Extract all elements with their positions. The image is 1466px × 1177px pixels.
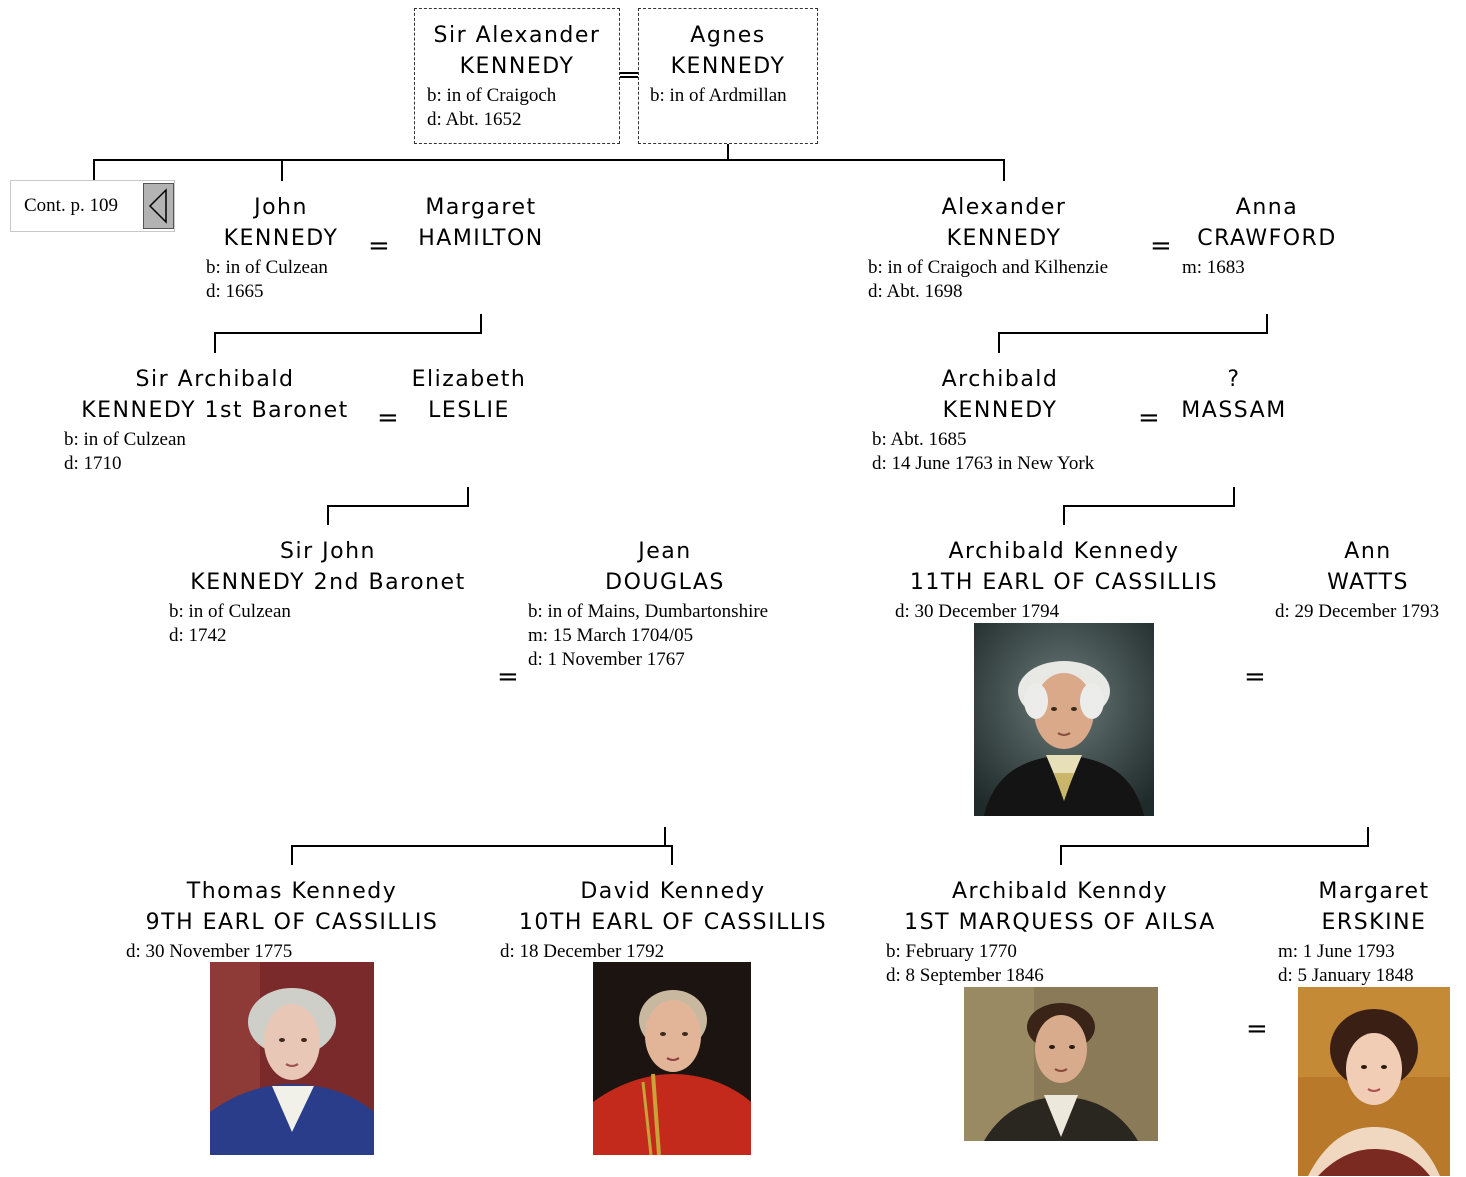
person-details-ann: d: 29 December 1793 <box>1275 601 1440 622</box>
person-name-elizabeth-leslie[interactable]: Elizabeth LESLIE <box>411 367 527 423</box>
person-details-sir-alexander: b: in of Craigoch d: Abt. 1652 <box>427 85 557 130</box>
person-name-margaret-hamilton[interactable]: Margaret HAMILTON <box>418 195 544 251</box>
marriage-symbol: = <box>1244 662 1266 692</box>
person-name-archibald-kennedy[interactable]: Archibald KENNEDY <box>941 367 1059 423</box>
continue-page-label: Cont. p. 109 <box>24 195 118 216</box>
marriage-symbol: = <box>1138 403 1160 433</box>
portrait-archibald-1st-marquess[interactable] <box>964 987 1158 1141</box>
person-name-sir-alexander-kennedy[interactable]: Sir Alexander KENNEDY <box>433 23 601 79</box>
person-details-archibald-ailsa: b: February 1770 d: 8 September 1846 <box>886 941 1044 986</box>
portrait-margaret-erskine[interactable] <box>1298 987 1450 1176</box>
person-details-sir-john: b: in of Culzean d: 1742 <box>169 601 291 646</box>
person-name-agnes-kennedy[interactable]: Agnes KENNEDY <box>670 23 786 79</box>
marriage-symbol: = <box>377 403 399 433</box>
person-details-archibald: b: Abt. 1685 d: 14 June 1763 in New York <box>872 429 1095 474</box>
portrait-david-kennedy[interactable] <box>593 962 751 1155</box>
continue-page-link[interactable]: Cont. p. 109 <box>10 180 175 232</box>
person-details-margaret-erskine: m: 1 June 1793 d: 5 January 1848 <box>1278 941 1414 986</box>
person-details-anna: m: 1683 <box>1182 257 1245 278</box>
person-details-jean: b: in of Mains, Dumbartonshire m: 15 Mar… <box>528 601 769 670</box>
person-details-sir-archibald: b: in of Culzean d: 1710 <box>64 429 186 474</box>
portrait-archibald-11th-earl[interactable] <box>974 623 1154 816</box>
marriage-symbol: = <box>368 231 390 261</box>
person-details-thomas: d: 30 November 1775 <box>126 941 293 962</box>
back-arrow-button[interactable] <box>143 183 174 229</box>
person-name-archibald-1st-marquess[interactable]: Archibald Kenndy 1ST MARQUESS OF AILSA <box>904 879 1216 935</box>
person-name-archibald-11th-earl[interactable]: Archibald Kennedy 11TH EARL OF CASSILLIS <box>909 539 1219 595</box>
person-name-jean-douglas[interactable]: Jean DOUGLAS <box>605 539 725 595</box>
person-name-thomas-kennedy[interactable]: Thomas Kennedy 9TH EARL OF CASSILLIS <box>145 879 439 935</box>
person-name-alexander-kennedy[interactable]: Alexander KENNEDY <box>941 195 1067 251</box>
portrait-thomas-kennedy[interactable] <box>210 962 374 1155</box>
left-triangle-icon <box>148 188 167 224</box>
person-name-sir-archibald-kennedy[interactable]: Sir Archibald KENNEDY 1st Baronet <box>81 367 349 423</box>
person-name-ann-watts[interactable]: Ann WATTS <box>1327 539 1409 595</box>
person-details-agnes: b: in of Ardmillan <box>650 85 787 106</box>
marriage-symbol: = <box>1150 231 1172 261</box>
person-name-john-kennedy[interactable]: John KENNEDY <box>223 195 339 251</box>
person-details-john: b: in of Culzean d: 1665 <box>206 257 328 302</box>
person-details-archibald-11: d: 30 December 1794 <box>895 601 1060 622</box>
person-name-margaret-erskine[interactable]: Margaret ERSKINE <box>1318 879 1430 935</box>
person-name-anna-crawford[interactable]: Anna CRAWFORD <box>1197 195 1337 251</box>
person-name-david-kennedy[interactable]: David Kennedy 10TH EARL OF CASSILLIS <box>518 879 828 935</box>
person-name-massam[interactable]: ? MASSAM <box>1181 367 1287 423</box>
ancestor-box-agnes[interactable] <box>638 8 818 144</box>
person-details-alexander: b: in of Craigoch and Kilhenzie d: Abt. … <box>868 257 1109 302</box>
ancestor-box-sir-alexander[interactable] <box>414 8 620 144</box>
person-details-david: d: 18 December 1792 <box>500 941 665 962</box>
marriage-symbol: = <box>497 662 519 692</box>
marriage-symbol: = <box>1246 1014 1268 1044</box>
person-name-sir-john-kennedy[interactable]: Sir John KENNEDY 2nd Baronet <box>190 539 466 595</box>
